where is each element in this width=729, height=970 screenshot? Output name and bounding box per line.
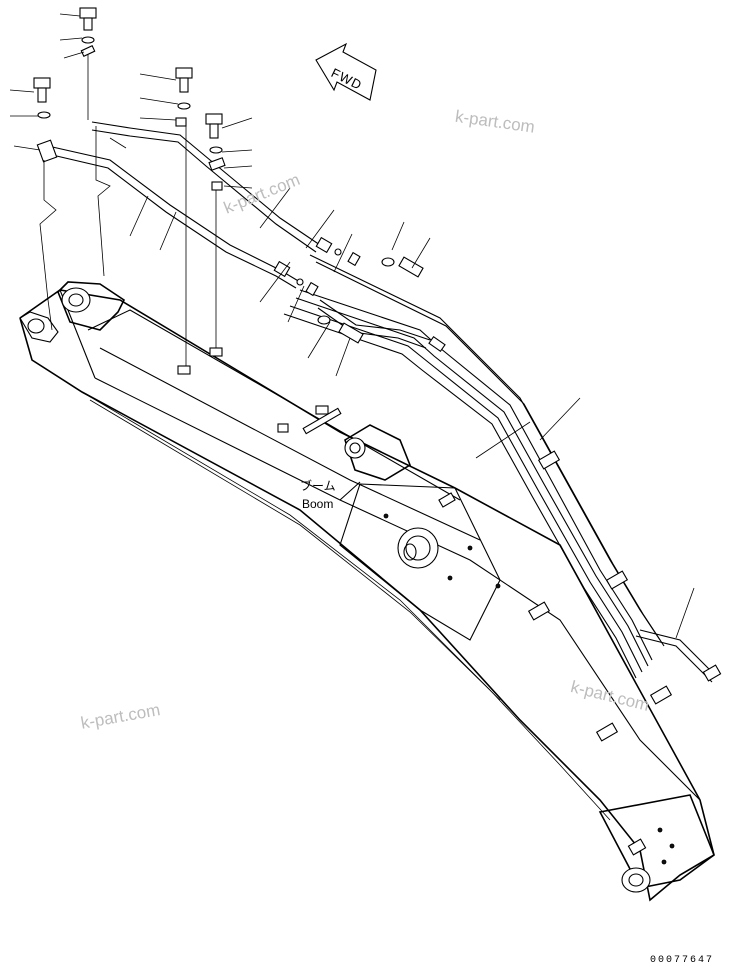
union-fitting-2 [273,260,364,344]
watermark-3: k-part.com [79,700,161,733]
boom-label-en: Boom [302,497,333,511]
boom-small-holes [383,513,675,865]
bolt-stack-2 [33,77,58,163]
exploded-hardware [33,7,424,435]
fwd-arrow: FWD [315,42,377,101]
watermark-1: k-part.com [454,107,536,137]
hydraulic-piping [47,121,722,856]
boom-label-jp: ブーム [300,478,336,493]
bolt-stack-4 [205,113,226,191]
watermark-4: k-part.com [569,677,652,715]
union-fitting-1 [315,236,424,278]
bolt-stack-1 [79,7,97,57]
pipe-clamps [428,335,722,856]
watermark-2: k-part.com [221,170,303,218]
leader-lines [9,13,695,639]
boom-body [19,281,715,902]
bolt-stack-3 [175,67,193,127]
drawing-code: 00077647 [650,955,714,966]
